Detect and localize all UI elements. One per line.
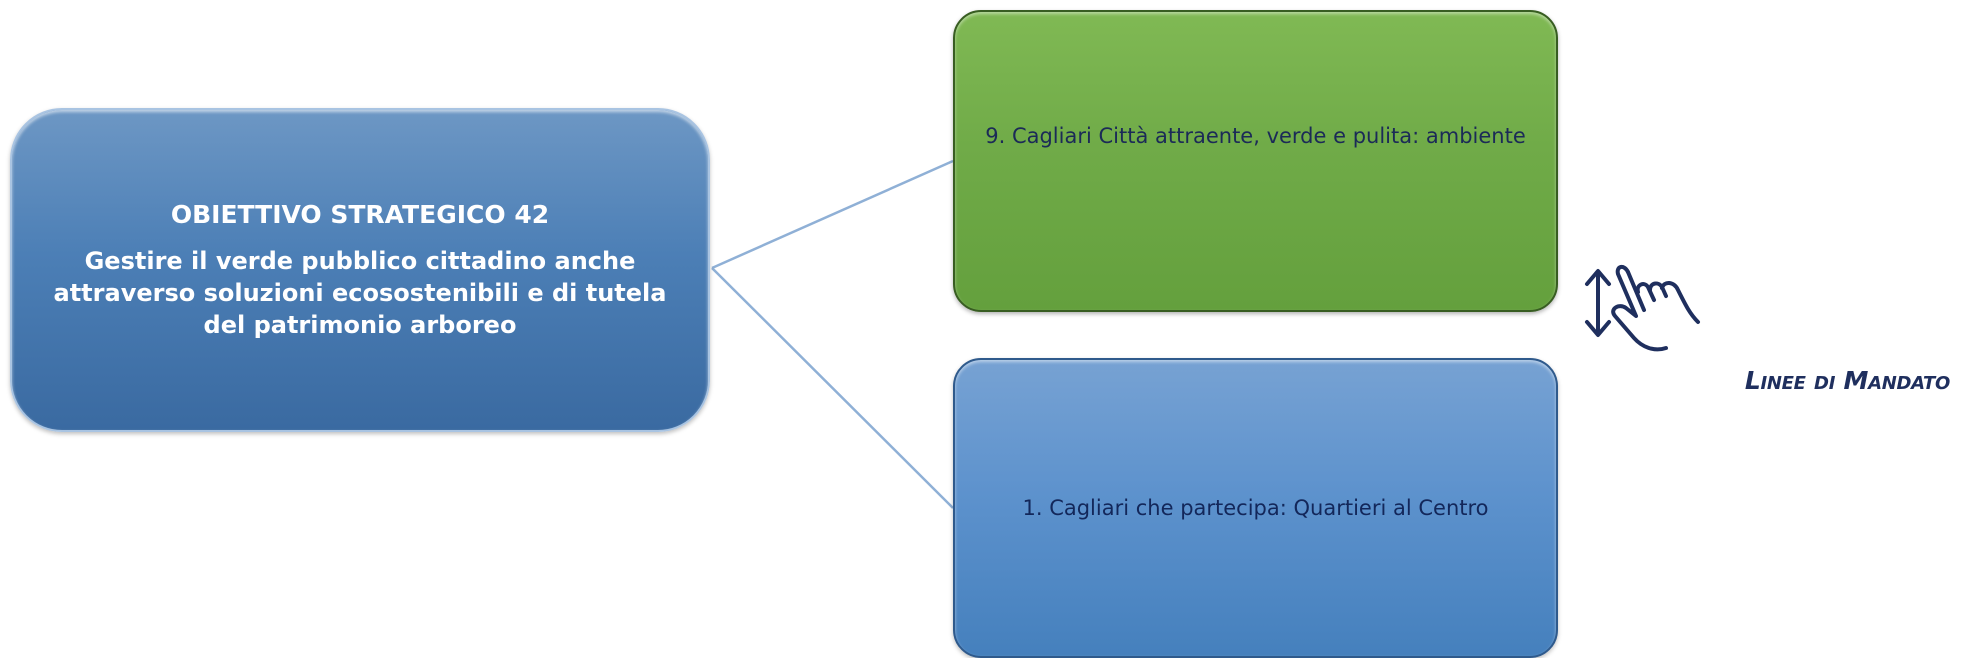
swipe-vertical-hand-icon [1585, 265, 1700, 352]
mandate-line-label: 1. Cagliari che partecipa: Quartieri al … [1022, 496, 1489, 520]
mandate-line-label: 9. Cagliari Città attraente, verde e pul… [985, 124, 1526, 148]
mandate-lines-caption: Linee di Mandato [1744, 366, 1950, 395]
mandate-line-box-9[interactable]: 9. Cagliari Città attraente, verde e pul… [953, 10, 1558, 312]
mandate-line-box-1[interactable]: 1. Cagliari che partecipa: Quartieri al … [953, 358, 1558, 658]
objective-description: Gestire il verde pubblico cittadino anch… [53, 246, 667, 339]
connector-to-blue-box [711, 267, 954, 509]
strategic-objective-box: OBIETTIVO STRATEGICO 42 Gestire il verde… [10, 108, 710, 432]
connector-to-green-box [711, 159, 954, 270]
objective-title: OBIETTIVO STRATEGICO 42 [170, 199, 550, 229]
